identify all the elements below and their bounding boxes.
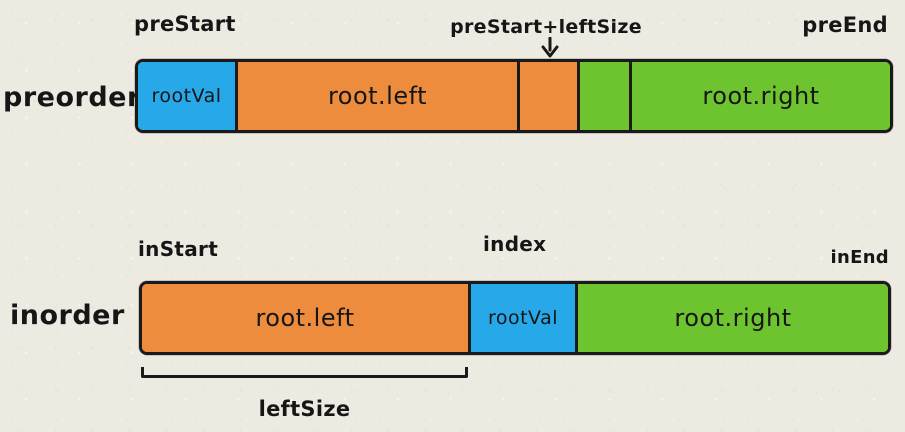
preorder-segment-root-right: root.right [629, 62, 890, 130]
inorder-segment-root-right: root.right [575, 284, 888, 352]
preorder-segment-rootval: rootVal [138, 62, 235, 130]
inorder-segment-rootval: rootVal [468, 284, 575, 352]
preorder-segment-root-left-tail [517, 62, 577, 130]
preorder-segment-root-left: root.left [235, 62, 517, 130]
inorder-row-label: inorder [10, 300, 125, 331]
down-arrow-icon [538, 36, 562, 59]
prestart-plus-leftsize-marker-label: preStart+leftSize [450, 16, 642, 38]
segment-label: root.left [255, 304, 355, 332]
leftsize-label: leftSize [258, 397, 351, 421]
inorder-array-bar: root.left rootVal root.right [139, 281, 891, 355]
leftsize-bracket [141, 367, 468, 378]
preend-marker-label: preEnd [802, 13, 888, 37]
instart-marker-label: inStart [138, 237, 219, 261]
segment-label: root.right [702, 82, 820, 110]
preorder-segment-root-right-head [577, 62, 629, 130]
prestart-marker-label: preStart [134, 12, 236, 36]
segment-label: rootVal [151, 85, 222, 107]
preorder-array-bar: rootVal root.left root.right [135, 59, 893, 133]
segment-label: rootVal [487, 307, 559, 329]
inend-marker-label: inEnd [830, 247, 889, 268]
segment-label: root.right [674, 304, 792, 332]
inorder-segment-root-left: root.left [142, 284, 468, 352]
preorder-row-label: preorder [3, 82, 141, 113]
index-marker-label: index [483, 232, 547, 256]
segment-label: root.left [327, 82, 428, 110]
